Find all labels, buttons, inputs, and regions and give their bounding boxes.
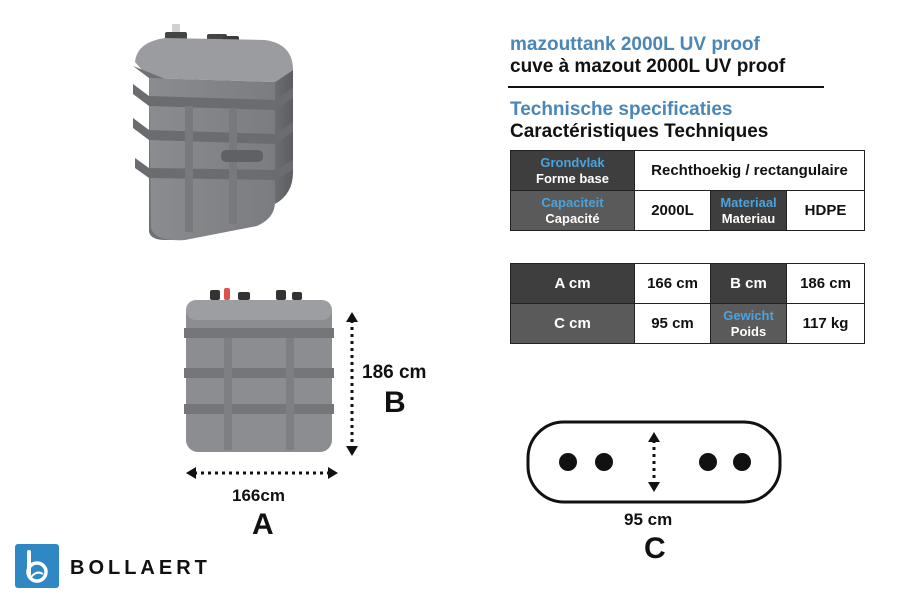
capacity-value: 2000L (634, 190, 711, 231)
dimension-b-arrow (346, 312, 358, 456)
product-title-fr: cuve à mazout 2000L UV proof (510, 56, 786, 77)
dimension-b-value: 186 cm (362, 362, 427, 383)
dimension-a-arrow (186, 467, 338, 479)
dimension-a-letter: A (252, 508, 274, 541)
weight-label: Gewicht Poids (710, 303, 787, 344)
b-label: B cm (710, 263, 787, 304)
capacity-label: Capaciteit Capacité (510, 190, 635, 231)
base-value: Rechthoekig / rectangulaire (633, 150, 866, 191)
spec-heading-fr: Caractéristiques Techniques (510, 121, 769, 142)
c-label: C cm (510, 303, 635, 344)
tank-3d-render (133, 24, 293, 241)
weight-label-fr: Poids (730, 323, 767, 339)
base-label-fr: Forme base (536, 170, 609, 186)
specs-table: Grondvlak Forme base Rechthoekig / recta… (510, 150, 866, 231)
dimensions-table: A cm 166 cm B cm 186 cm C cm 95 cm Gewic… (510, 263, 865, 344)
material-value: HDPE (785, 190, 866, 231)
c-value: 95 cm (634, 303, 711, 344)
dimension-b-letter: B (384, 386, 406, 419)
product-title-nl: mazouttank 2000L UV proof (510, 34, 760, 55)
capacity-label-fr: Capacité (545, 210, 600, 226)
dimension-a-value: 166cm (232, 486, 285, 505)
a-label: A cm (510, 263, 635, 304)
brand-name: BOLLAERT (70, 557, 211, 579)
title-divider (508, 86, 824, 88)
material-label-nl: Materiaal (720, 194, 777, 210)
weight-label-nl: Gewicht (723, 307, 774, 323)
capacity-label-nl: Capaciteit (541, 194, 604, 210)
tank-top-view (526, 420, 782, 504)
b-value: 186 cm (786, 263, 865, 304)
tank-front-view (184, 288, 334, 452)
bollaert-logo-icon (15, 544, 59, 588)
dimension-c-letter: C (644, 532, 666, 565)
weight-value: 117 kg (786, 303, 865, 344)
base-label-nl: Grondvlak (540, 154, 605, 170)
material-label: Materiaal Materiau (710, 190, 787, 231)
spec-heading-nl: Technische specificaties (510, 99, 733, 120)
a-value: 166 cm (634, 263, 711, 304)
material-label-fr: Materiau (721, 210, 776, 226)
dimension-c-value: 95 cm (624, 510, 673, 529)
base-label: Grondvlak Forme base (510, 150, 635, 191)
